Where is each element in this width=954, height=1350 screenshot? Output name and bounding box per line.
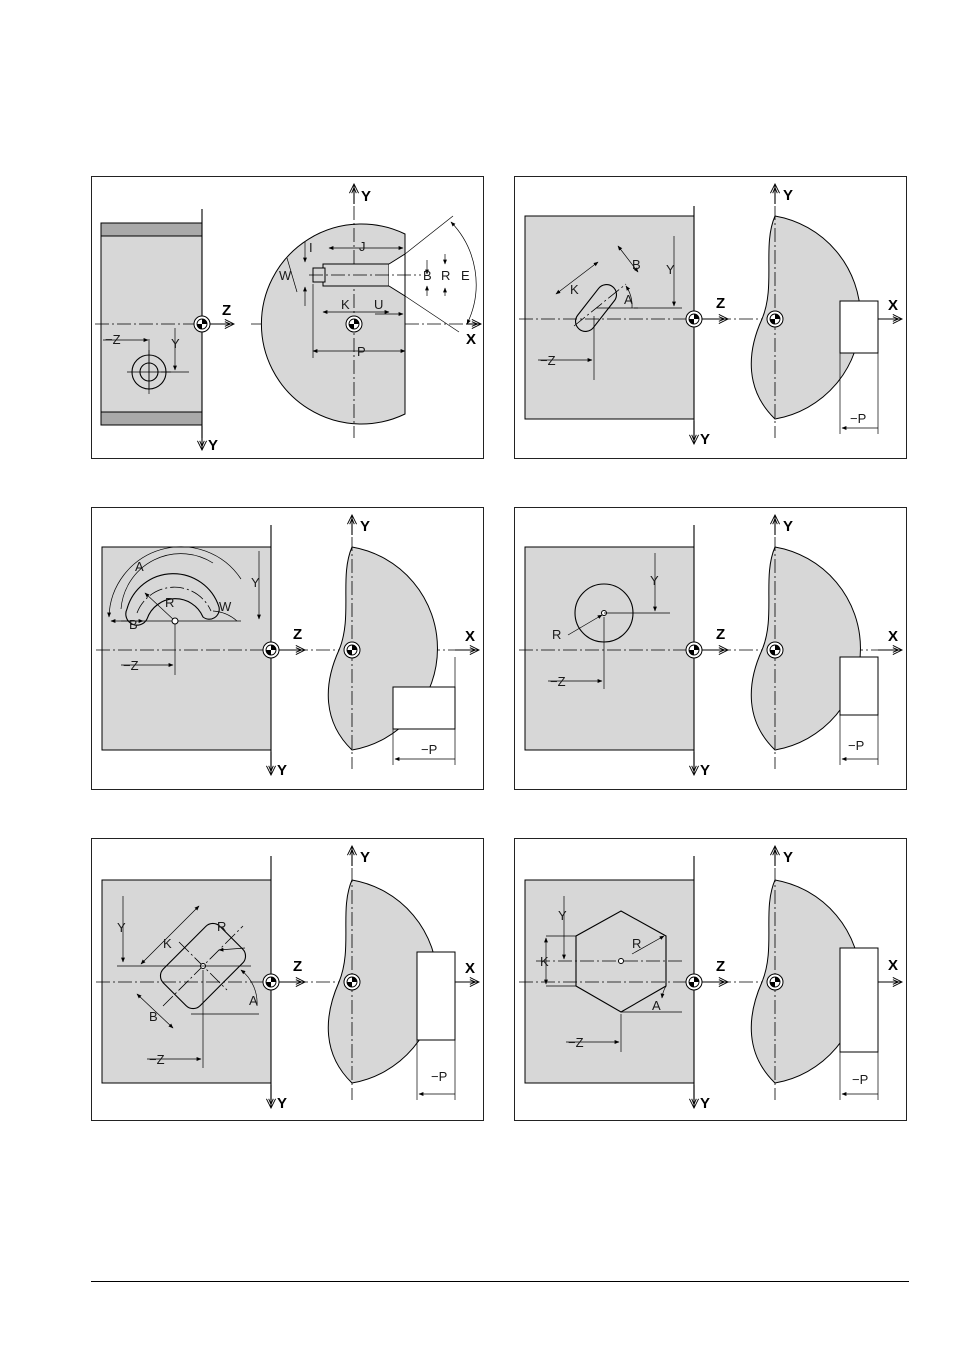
- origin-front-icon: [343, 641, 361, 659]
- front-view-part: [327, 879, 438, 1084]
- y-down-label: Y: [208, 437, 218, 454]
- y-down-label: Y: [700, 1095, 710, 1112]
- x-axis-label: X: [465, 960, 475, 977]
- origin-side-icon: [685, 973, 703, 991]
- origin-front-icon: [345, 315, 363, 333]
- front-view-part: [750, 215, 861, 420]
- y-dim-label: Y: [650, 573, 659, 588]
- neg-z-label: −Z: [105, 332, 121, 347]
- panel-6-diagram: R Y K A −Z Z Y Y X −P: [514, 838, 907, 1121]
- x-axis-label: X: [888, 297, 898, 314]
- y-down-label: Y: [700, 431, 710, 448]
- origin-side-icon: [685, 310, 703, 328]
- j-dim-label: J: [359, 239, 366, 254]
- neg-z-label: −Z: [123, 658, 139, 673]
- z-axis-label: Z: [293, 626, 302, 643]
- y-up-label: Y: [361, 188, 371, 205]
- y-up-label: Y: [783, 187, 793, 204]
- a-angle-label: A: [652, 998, 661, 1013]
- neg-z-label: −Z: [149, 1052, 165, 1067]
- side-view-part: [524, 546, 695, 751]
- e-angle-label: E: [461, 268, 470, 283]
- x-axis-label: X: [465, 628, 475, 645]
- y-dim-label: Y: [117, 920, 126, 935]
- y-down-label: Y: [700, 762, 710, 779]
- b-dim-label: B: [423, 268, 432, 283]
- neg-z-label: −Z: [550, 674, 566, 689]
- origin-side-icon: [262, 973, 280, 991]
- y-dim-label: Y: [666, 262, 675, 277]
- a-angle-label: A: [249, 993, 258, 1008]
- origin-front-icon: [343, 973, 361, 991]
- panel-5-diagram: K R B A Y −Z Z Y Y X −P: [91, 838, 484, 1121]
- y-up-label: Y: [360, 518, 370, 535]
- x-axis-label: X: [466, 331, 476, 348]
- footer-rule: [91, 1281, 909, 1282]
- r-dim-label: R: [165, 595, 174, 610]
- b-dim-label: B: [632, 257, 641, 272]
- r-dim-label: R: [552, 627, 561, 642]
- neg-p-label: −P: [848, 738, 864, 753]
- side-view-part: [101, 879, 272, 1084]
- w-dim-label: W: [279, 268, 292, 283]
- panel-1-diagram: −Z Y Z Y Y X J I W K U P B R E: [91, 176, 484, 459]
- y-up-label: Y: [360, 849, 370, 866]
- neg-z-label: −Z: [540, 353, 556, 368]
- y-up-label: Y: [783, 518, 793, 535]
- side-view-part: [101, 546, 272, 751]
- a-angle-label: A: [624, 292, 633, 307]
- a-angle-label: A: [135, 559, 144, 574]
- slot-shape: [574, 284, 618, 332]
- k-dim-label: K: [540, 954, 549, 969]
- neg-p-label: −P: [421, 742, 437, 757]
- panel-3-diagram: A R W B Y −Z Z Y Y X −P: [91, 507, 484, 790]
- k-dim-label: K: [341, 297, 350, 312]
- z-axis-label: Z: [716, 295, 725, 312]
- neg-z-label: −Z: [568, 1035, 584, 1050]
- p-dim-label: P: [357, 344, 366, 359]
- y-dim-label: Y: [171, 336, 180, 351]
- origin-front-icon: [766, 973, 784, 991]
- origin-side-icon: [262, 641, 280, 659]
- r-dim-label: R: [441, 268, 450, 283]
- origin-side-icon: [685, 641, 703, 659]
- arc-slot-shape: [125, 573, 220, 626]
- neg-p-label: −P: [852, 1072, 868, 1087]
- r-dim-label: R: [217, 919, 226, 934]
- side-view-part: [524, 215, 695, 420]
- x-axis-label: X: [888, 957, 898, 974]
- y-dim-label: Y: [251, 575, 260, 590]
- panel-4-diagram: R Y −Z Z Y Y X −P: [514, 507, 907, 790]
- origin-side-icon: [193, 315, 211, 333]
- z-axis-label: Z: [293, 958, 302, 975]
- neg-p-label: −P: [431, 1069, 447, 1084]
- y-dim-label: Y: [558, 908, 567, 923]
- k-dim-label: K: [163, 936, 172, 951]
- origin-front-icon: [766, 641, 784, 659]
- k-dim-label: K: [570, 282, 579, 297]
- z-axis-label: Z: [222, 302, 231, 319]
- b-dim-label: B: [129, 617, 138, 632]
- y-down-label: Y: [277, 762, 287, 779]
- front-view-part: [750, 879, 861, 1084]
- b-dim-label: B: [149, 1009, 158, 1024]
- neg-p-label: −P: [850, 411, 866, 426]
- x-axis-label: X: [888, 628, 898, 645]
- r-dim-label: R: [632, 936, 641, 951]
- w-dim-label: W: [219, 599, 232, 614]
- front-view-part: [260, 223, 406, 425]
- side-view-part: [524, 879, 695, 1084]
- panel-2-diagram: K B A Y −Z Z Y Y X −P: [514, 176, 907, 459]
- u-dim-label: U: [374, 297, 383, 312]
- front-view-part: [750, 546, 861, 751]
- i-dim-label: I: [309, 240, 313, 255]
- z-axis-label: Z: [716, 958, 725, 975]
- z-axis-label: Z: [716, 626, 725, 643]
- y-up-label: Y: [783, 849, 793, 866]
- y-down-label: Y: [277, 1095, 287, 1112]
- origin-front-icon: [766, 310, 784, 328]
